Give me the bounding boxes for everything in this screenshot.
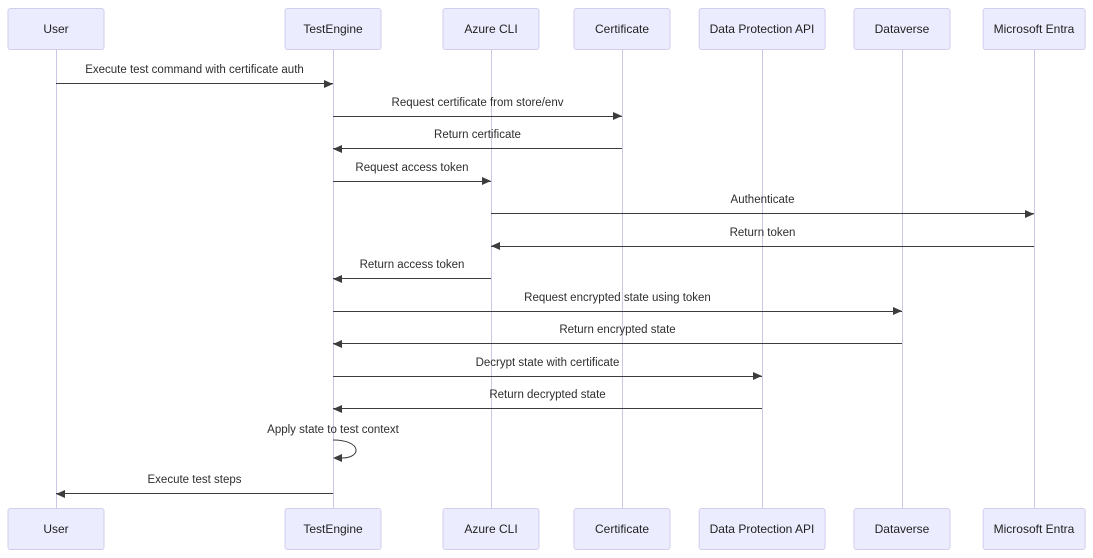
message-label: Request access token [355,161,469,174]
message-label: Authenticate [730,194,795,206]
arrowhead-icon [482,177,491,185]
message-line [333,408,762,409]
actor-bottom-testengine: TestEngine [284,508,382,550]
message-label: Return access token [359,259,465,271]
arrowhead-icon [333,274,342,283]
actor-bottom-microsoft-entra: Microsoft Entra [982,508,1086,550]
arrowhead-icon [1025,209,1034,218]
message-line [56,493,333,494]
message-label: Return token [729,226,796,239]
arrowhead-icon [324,79,333,88]
arrowhead-icon [613,112,622,120]
message-label: Return encrypted state [559,324,676,336]
message-label: Request encrypted state using token [524,291,711,304]
arrowhead-icon [333,339,342,348]
message-label: Return certificate [434,129,521,141]
message-line [333,115,622,117]
message-line [333,148,622,149]
lifeline-microsoft-entra [1034,50,1035,508]
actor-top-microsoft-entra: Microsoft Entra [982,8,1086,50]
actor-bottom-user: User [7,508,105,550]
arrowhead-icon [753,372,762,380]
actor-top-data-protection-api: Data Protection API [698,8,826,50]
message-label: Execute test command with certificate au… [85,64,304,76]
message-label: Return decrypted state [489,389,606,401]
message-line [56,83,333,84]
lifeline-user [56,50,57,508]
actor-bottom-certificate: Certificate [573,508,671,550]
actor-bottom-data-protection-api: Data Protection API [698,508,826,550]
lifeline-certificate [622,50,623,508]
actor-top-user: User [7,8,105,50]
message-line [333,375,762,377]
actor-top-testengine: TestEngine [284,8,382,50]
arrowhead-icon [333,404,342,413]
lifeline-data-protection-api [762,50,763,508]
message-line [491,213,1034,214]
message-line [333,310,902,312]
actor-top-dataverse: Dataverse [853,8,951,50]
arrowhead-icon [333,144,342,153]
arrowhead-icon [56,489,65,498]
message-label: Decrypt state with certificate [475,356,620,369]
message-label: Request certificate from store/env [391,96,564,109]
message-line [333,343,902,344]
message-line [333,180,491,182]
message-label: Apply state to test context [267,424,399,436]
self-loop-arrow [332,439,368,470]
lifeline-dataverse [902,50,903,508]
arrowhead-icon [893,307,902,315]
message-line [333,278,491,279]
message-line [491,245,1034,247]
lifeline-azure-cli [491,50,492,508]
actor-top-certificate: Certificate [573,8,671,50]
message-label: Execute test steps [147,474,242,486]
actor-bottom-azure-cli: Azure CLI [442,508,540,550]
actor-bottom-dataverse: Dataverse [853,508,951,550]
arrowhead-icon [491,242,500,250]
actor-top-azure-cli: Azure CLI [442,8,540,50]
